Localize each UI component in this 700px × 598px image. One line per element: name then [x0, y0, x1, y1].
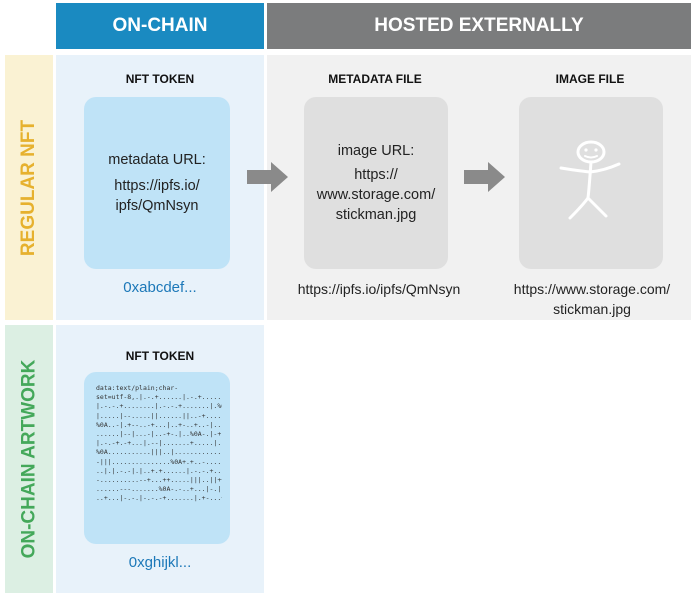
image-file-card [519, 97, 663, 269]
stickman-icon [559, 140, 621, 220]
metadata-line: https:// [354, 167, 398, 183]
regular-nft-row-label: REGULAR NFT [5, 55, 53, 320]
metadata-file-card: image URL: https:// www.storage.com/ sti… [304, 97, 448, 269]
image-url-line: https://www.storage.com/ [513, 281, 671, 297]
arrow-right-icon [247, 162, 288, 192]
token-line: metadata URL: [108, 152, 206, 168]
artwork-nft-token-label: NFT TOKEN [125, 349, 195, 363]
image-file-label: IMAGE FILE [555, 72, 625, 86]
image-url: https://www.storage.com/ stickman.jpg [500, 279, 684, 319]
arrow-right-icon [464, 162, 505, 192]
ascii-art-data: data:text/plain;char- set=utf-8,.|.-.+..… [96, 384, 222, 503]
nft-token-label: NFT TOKEN [125, 72, 195, 86]
on-chain-artwork-row-label: ON-CHAIN ARTWORK [5, 325, 53, 593]
artwork-token-address: 0xghijkl... [128, 554, 192, 571]
on-chain-header-label: ON-CHAIN [112, 15, 208, 36]
image-url-line: stickman.jpg [553, 301, 631, 317]
metadata-line: image URL: [337, 143, 415, 159]
hosted-externally-header-label: HOSTED EXTERNALLY [374, 15, 584, 36]
regular-nft-label-text: REGULAR NFT [18, 119, 39, 256]
on-chain-artwork-label-text: ON-CHAIN ARTWORK [18, 359, 39, 559]
metadata-file-label: METADATA FILE [328, 72, 422, 86]
metadata-line: stickman.jpg [335, 207, 417, 223]
token-address: 0xabcdef... [123, 279, 197, 296]
metadata-url: https://ipfs.io/ipfs/QmNsyn [297, 281, 461, 297]
metadata-line: www.storage.com/ [316, 187, 436, 203]
on-chain-header: ON-CHAIN [56, 3, 264, 49]
token-line: ipfs/QmNsyn [115, 198, 199, 214]
token-line: https://ipfs.io/ [114, 178, 200, 194]
hosted-externally-header: HOSTED EXTERNALLY [267, 3, 691, 49]
nft-token-card: metadata URL: https://ipfs.io/ ipfs/QmNs… [84, 97, 230, 269]
artwork-token-card: data:text/plain;char- set=utf-8,.|.-.+..… [84, 372, 230, 544]
